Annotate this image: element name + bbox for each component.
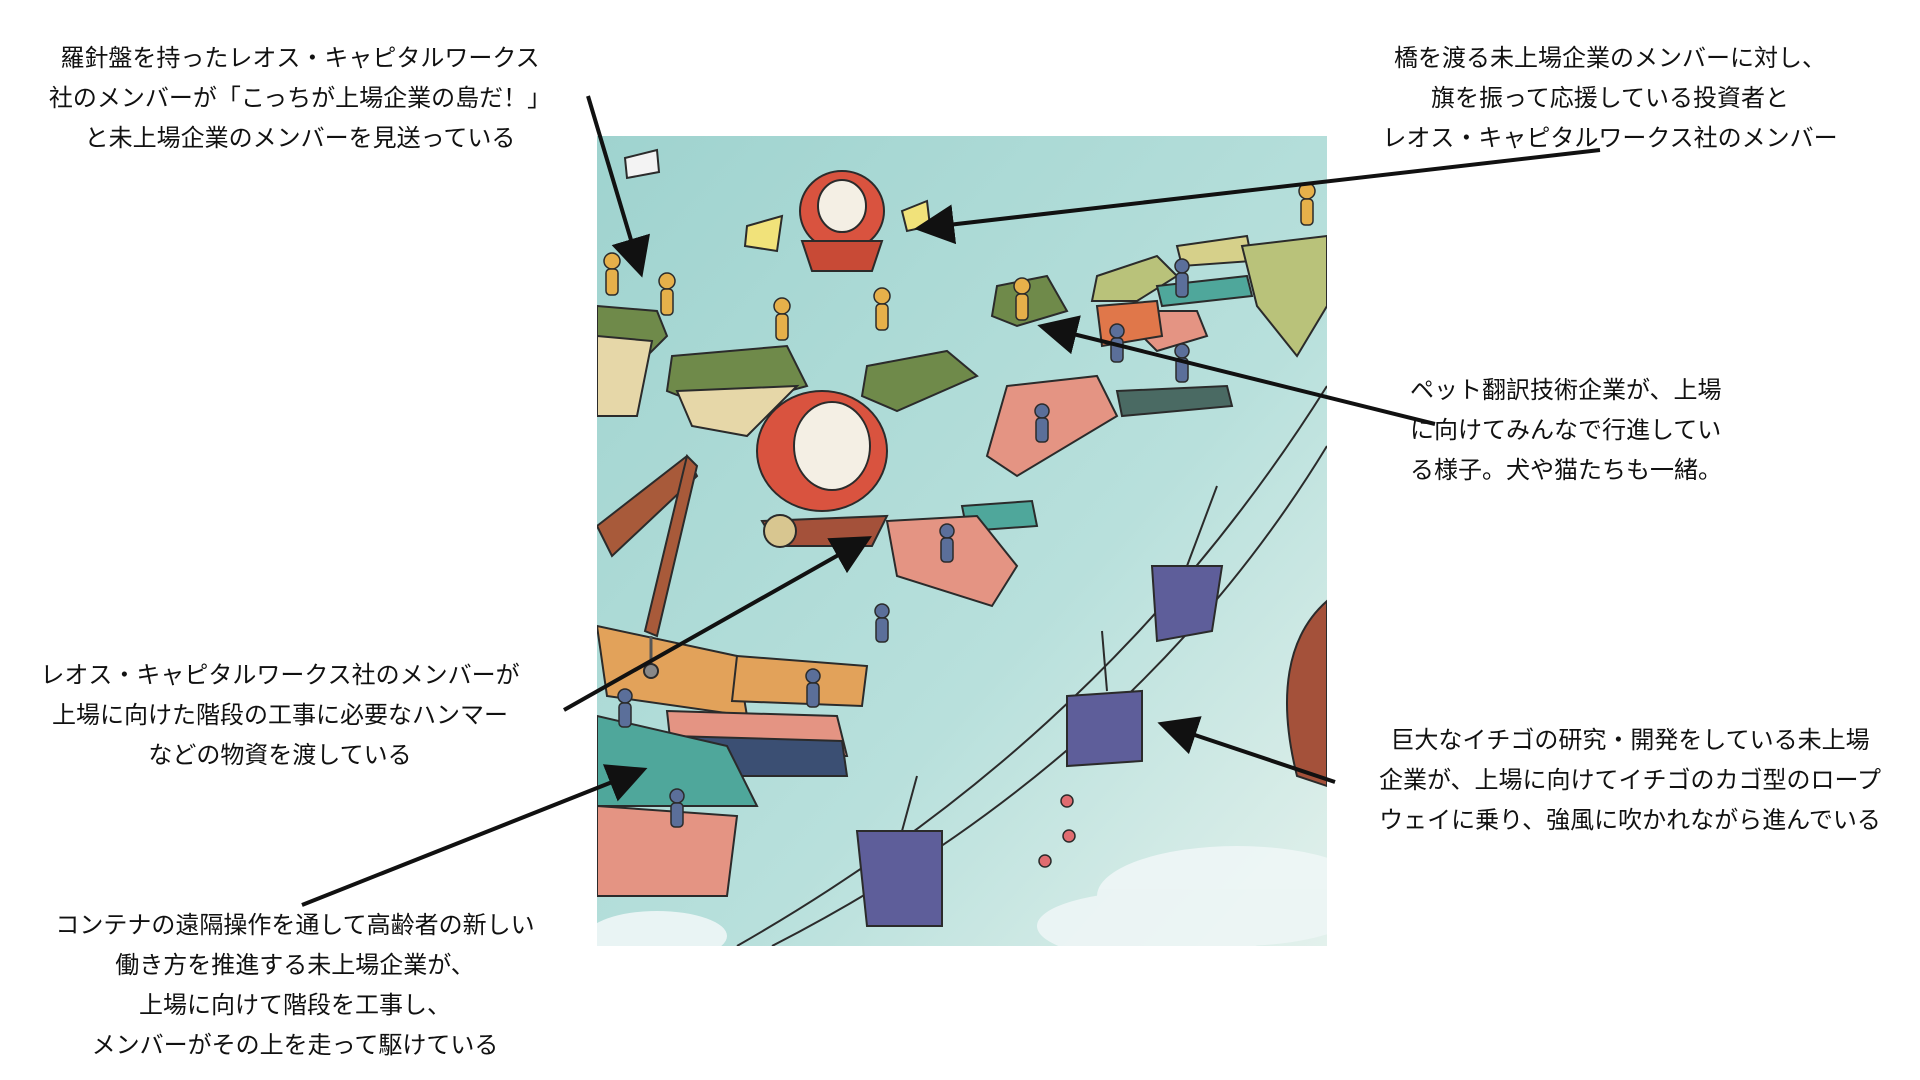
strawberries <box>1038 794 1076 868</box>
callout-compass-members: 羅針盤を持ったレオス・キャピタルワークス 社のメンバーが「こっちが上場企業の島だ… <box>48 44 552 152</box>
arrow-container-stairs <box>301 764 648 907</box>
callout-strawberry-ropeway: 巨大なイチゴの研究・開発をしている未上場 企業が、上場に向けてイチゴのカゴ型のロ… <box>1378 726 1882 834</box>
callout-hammer-supply: レオス・キャピタルワークス社のメンバーが 上場に向けた階段の工事に必要なハンマー… <box>40 661 520 769</box>
balloon-top <box>799 170 885 272</box>
balloon-middle <box>756 390 889 548</box>
callout-flag-investors: 橋を渡る未上場企業のメンバーに対し、 旗を振って応援している投資者と レオス・キ… <box>1382 44 1838 152</box>
clouds <box>597 846 1327 946</box>
illustration-scene <box>597 136 1327 946</box>
callout-container-stairs: コンテナの遠隔操作を通して高齢者の新しい 働き方を推進する未上場企業が、 上場に… <box>55 911 535 1059</box>
floating-islands <box>597 234 1327 438</box>
callout-pet-translation: ペット翻訳技術企業が、上場 に向けてみんなで行進してい る様子。犬や猫たちも一緒… <box>1410 376 1722 484</box>
strawberry-baskets <box>855 485 1224 927</box>
